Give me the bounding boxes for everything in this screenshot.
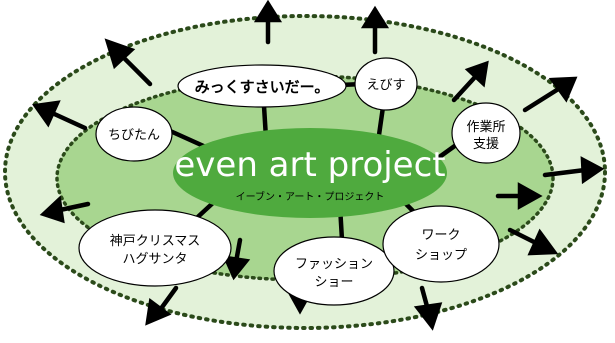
node-fashion-label-1: ファッション bbox=[295, 257, 373, 272]
center-subtitle: イーブン・アート・プロジェクト bbox=[236, 190, 385, 203]
arrow-icon bbox=[522, 76, 578, 113]
node-ebisu-label: えびす bbox=[366, 78, 405, 93]
arrow-icon bbox=[542, 156, 605, 185]
node-kobe: 神戸クリスマス ハグサンタ bbox=[78, 209, 232, 287]
connector-line bbox=[165, 127, 211, 151]
arrow-icon bbox=[507, 227, 559, 256]
center-hub: even art project イーブン・アート・プロジェクト bbox=[173, 128, 447, 218]
node-fashion-label-2: ショー bbox=[314, 275, 353, 290]
center-ellipse bbox=[173, 128, 447, 218]
node-sagyousho-label-1: 作業所 bbox=[466, 119, 505, 135]
arrow-icon bbox=[495, 182, 543, 210]
node-kobe-label-1: 神戸クリスマス bbox=[110, 234, 201, 249]
arrow-icon bbox=[145, 285, 179, 326]
arrow-icon bbox=[104, 38, 153, 87]
arrow-icon bbox=[451, 60, 489, 103]
arrow-icon bbox=[413, 285, 443, 331]
arrow-icon bbox=[32, 100, 88, 131]
center-title: even art project bbox=[174, 145, 445, 185]
node-mixsaida-label: みっくすさいだー。 bbox=[195, 78, 330, 96]
arrow-icon bbox=[360, 5, 390, 55]
node-workshop-label-1: ワーク bbox=[421, 228, 460, 243]
arrow-icon bbox=[253, 0, 283, 45]
outward-arrows bbox=[32, 0, 605, 331]
node-sagyousho: 作業所 支援 bbox=[451, 102, 521, 164]
node-mixsaida: みっくすさいだー。 bbox=[177, 64, 347, 108]
node-sagyousho-label-2: 支援 bbox=[473, 137, 499, 152]
arrow-icon bbox=[39, 195, 91, 224]
node-kobe-label-2: ハグサンタ bbox=[122, 252, 187, 267]
node-ebisu: えびす bbox=[354, 57, 418, 111]
node-workshop: ワーク ショップ bbox=[382, 205, 500, 283]
node-fashion: ファッション ショー bbox=[273, 236, 395, 306]
node-chibitan-label: ちびたん bbox=[108, 128, 160, 143]
arrow-icon bbox=[222, 237, 251, 281]
node-chibitan: ちびたん bbox=[95, 106, 173, 162]
node-workshop-label-2: ショップ bbox=[415, 248, 467, 263]
